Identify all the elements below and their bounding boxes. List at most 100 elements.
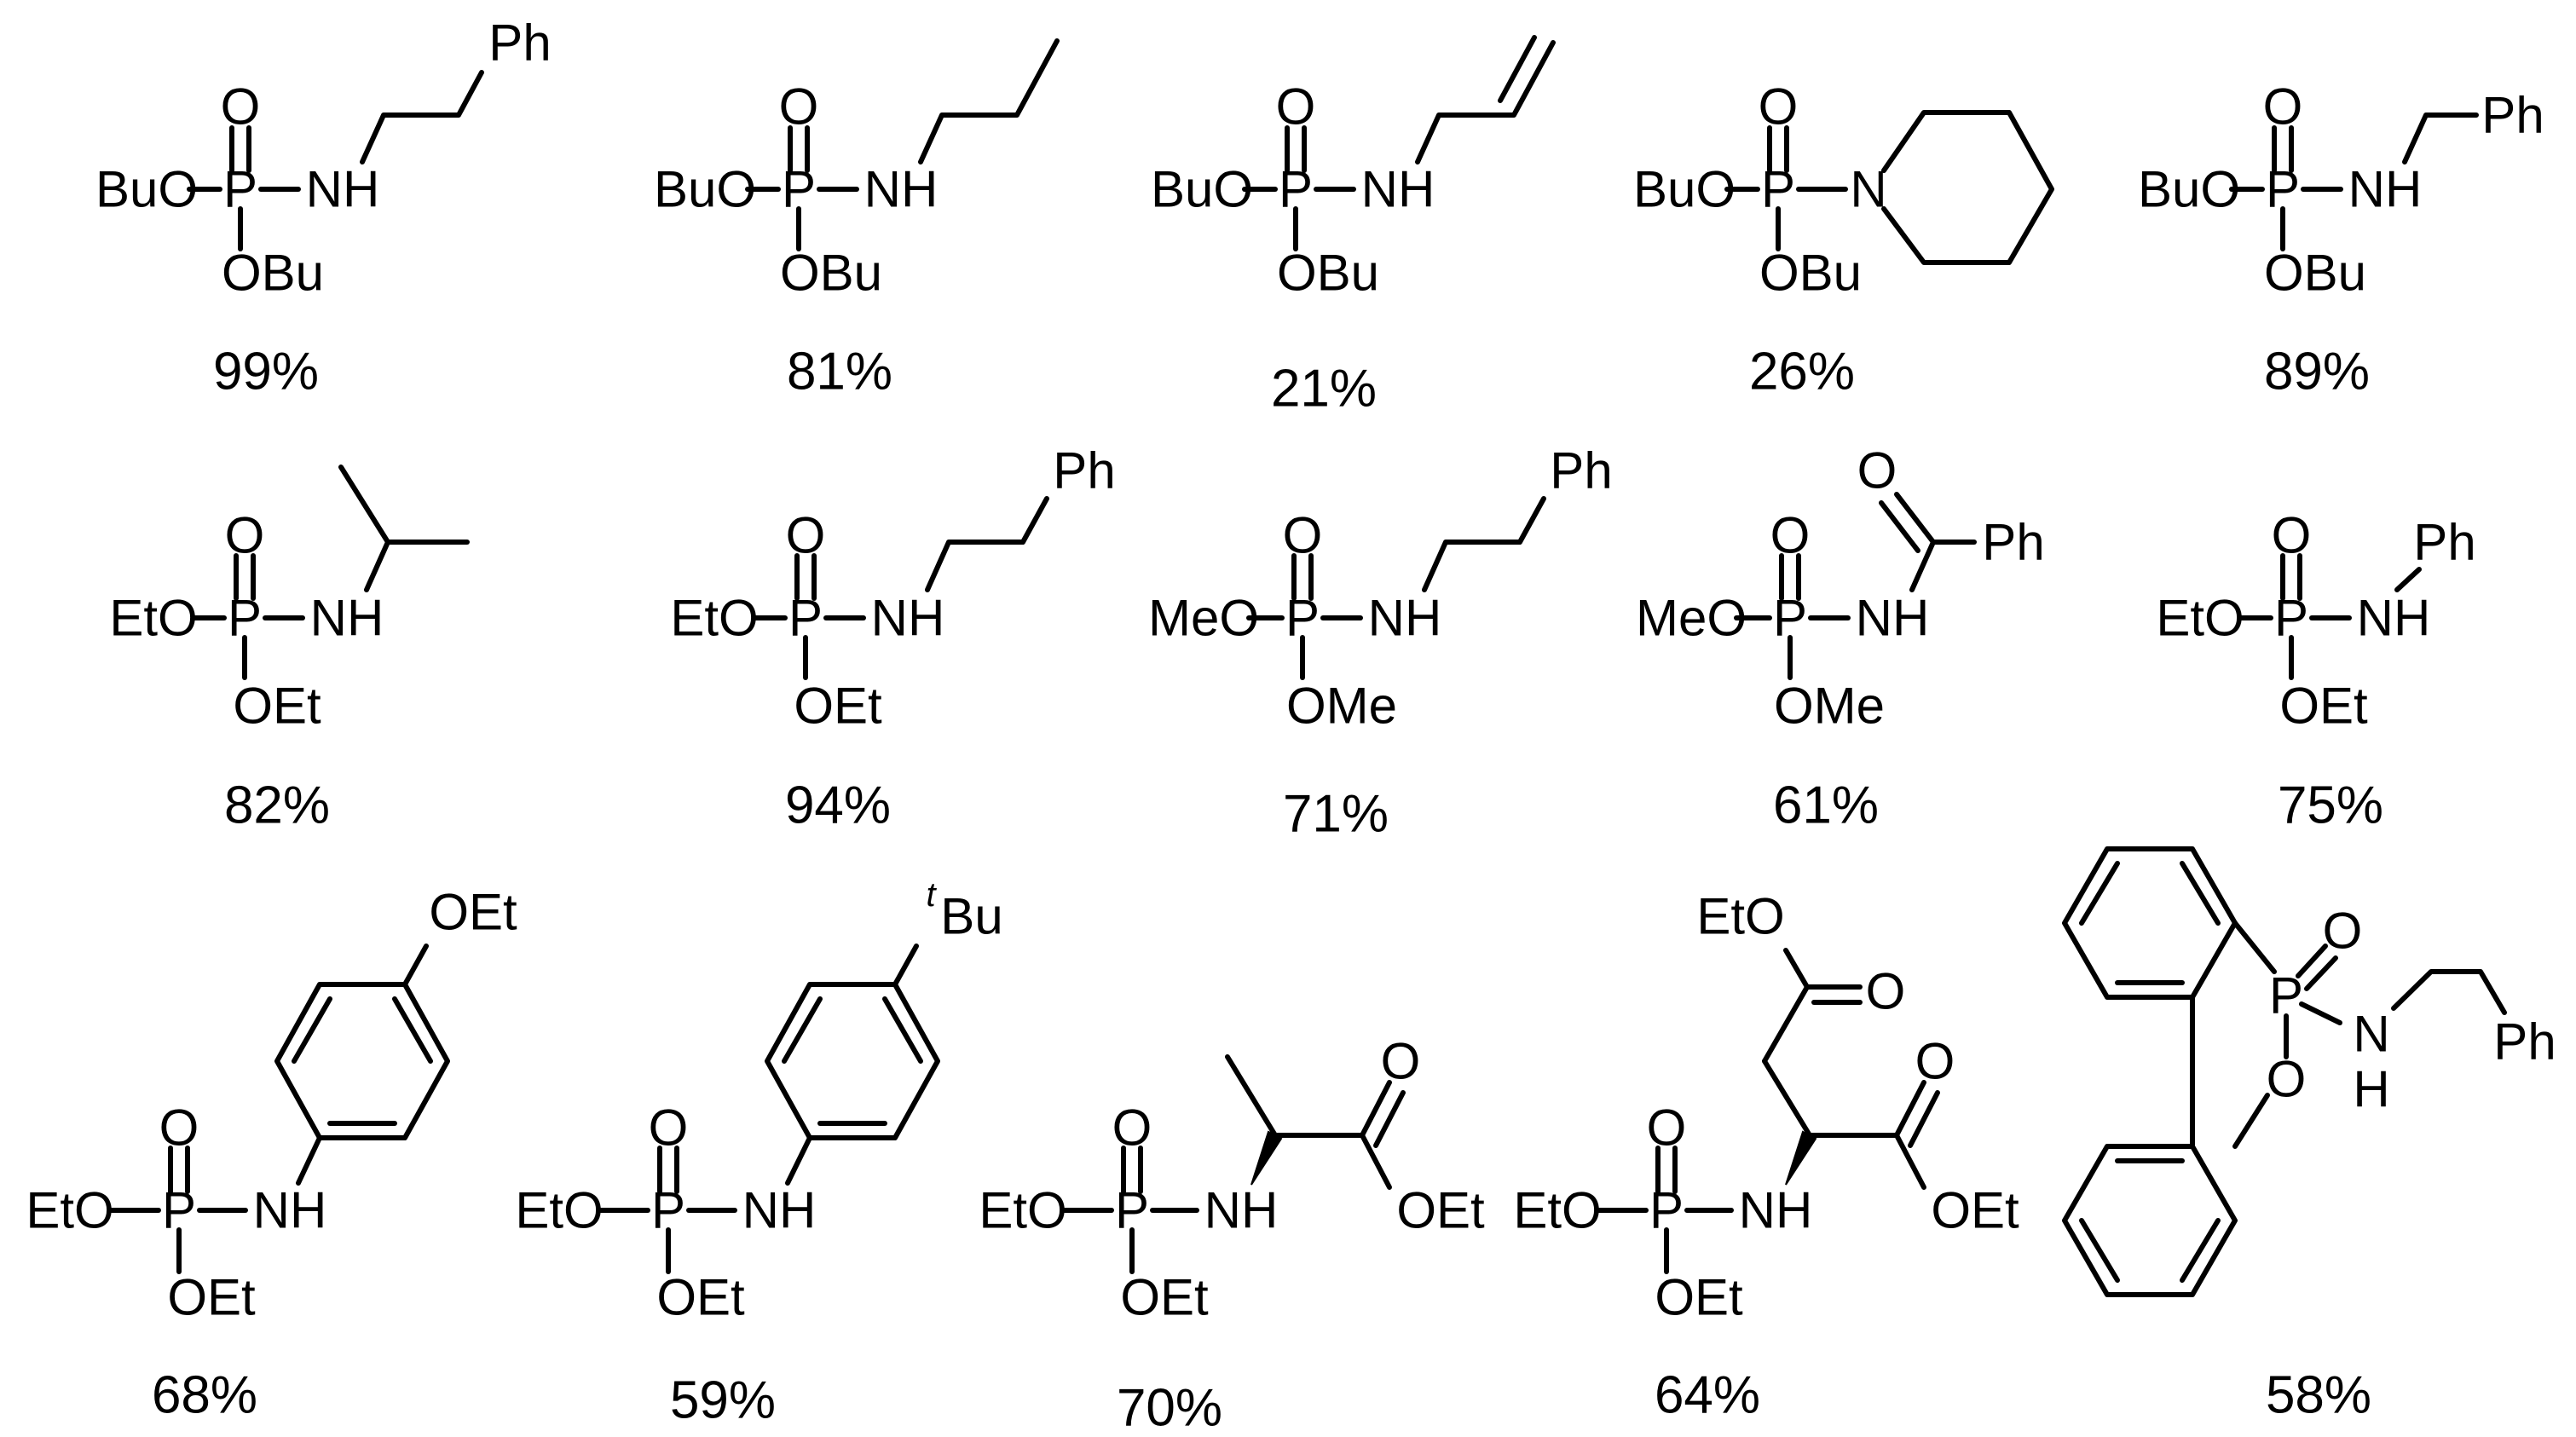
bond-n-ring	[296, 1135, 322, 1186]
yield-label: 64%	[1655, 1366, 1760, 1425]
label-tail: Ph	[1982, 514, 2044, 571]
label-ester-or: OEt	[1396, 1182, 1485, 1239]
label-nh: NH	[1368, 590, 1442, 647]
ring-inner-2	[392, 996, 433, 1064]
atom-o-top: O	[221, 78, 261, 136]
label-bottom-alkoxy: OMe	[1774, 678, 1885, 735]
bond-co-double-a	[1894, 1080, 1926, 1138]
bond-ring-o	[402, 944, 429, 987]
bond-n-ring	[785, 1135, 812, 1186]
chain	[2402, 113, 2479, 164]
yield-label: 82%	[224, 776, 330, 835]
lower-ring-inner-1	[2079, 1218, 2120, 1283]
label-nh: NH	[2348, 161, 2423, 218]
compound-10: O P EtO NH OEt Ph 75%	[2156, 507, 2475, 835]
bond-side-c-oet	[1783, 948, 1810, 990]
yield-label: 89%	[2264, 343, 2370, 401]
atom-o-top: O	[1112, 1099, 1152, 1157]
bond-p-o-double-b	[2304, 955, 2338, 991]
label-nh: NH	[742, 1182, 817, 1239]
chain	[925, 496, 1049, 592]
chain	[1415, 40, 1556, 164]
atom-h: H	[2353, 1061, 2389, 1118]
bond-c-oet	[1360, 1133, 1392, 1190]
yield-label: 75%	[2278, 776, 2383, 835]
label-nh: NH	[1856, 590, 1930, 647]
ring-inner-1	[292, 996, 332, 1064]
label-left-alkoxy: EtO	[979, 1182, 1066, 1239]
label-bottom-alkoxy: OEt	[2279, 678, 2368, 735]
label-tail: Ph	[2493, 1013, 2556, 1071]
atom-o-top: O	[2272, 507, 2312, 564]
upper-benzene-ring	[2062, 846, 2238, 1000]
atom-o-top: O	[649, 1099, 689, 1157]
atom-o-top: O	[779, 78, 819, 136]
yield-label: 58%	[2266, 1366, 2371, 1425]
label-nh: NH	[1361, 161, 1435, 218]
label-left-alkoxy: BuO	[1151, 161, 1253, 218]
label-tail: Ph	[1053, 442, 1115, 499]
label-left-alkoxy: EtO	[670, 590, 758, 647]
label-left-alkoxy: BuO	[654, 161, 756, 218]
chain	[918, 38, 1060, 164]
label-tail: Ph	[2413, 514, 2475, 571]
label-n: N	[1850, 161, 1886, 218]
compound-4: O P BuO N OBu 26%	[1633, 78, 2054, 401]
bond-c-oet	[1894, 1133, 1926, 1190]
label-nh: NH	[871, 590, 945, 647]
piperidine-ring	[1881, 110, 2054, 265]
label-bottom-alkoxy: OBu	[222, 245, 324, 302]
bond-alpha-methyl	[1225, 1054, 1278, 1138]
bond-ch2-carbonyl	[1762, 984, 1810, 1064]
label-bottom-alkoxy: OEt	[1655, 1269, 1743, 1326]
atom-ester-o: O	[1915, 1033, 1955, 1090]
lower-benzene-ring	[2062, 1144, 2238, 1297]
label-bottom-alkoxy: OBu	[1759, 245, 1862, 302]
chain	[1422, 496, 1546, 592]
compound-13: O P EtO NH OEt O OEt 70%	[979, 1033, 1485, 1437]
label-bottom-alkoxy: OEt	[233, 678, 321, 735]
compound-12: O P EtO NH OEt t Bu 59%	[515, 876, 1002, 1430]
stereo-wedge	[1250, 1130, 1283, 1186]
label-nh: NH	[1739, 1182, 1813, 1239]
bond-c-o-double-b	[1879, 500, 1920, 553]
yield-label: 68%	[152, 1366, 257, 1425]
compound-11: O P EtO NH OEt OEt 68%	[26, 884, 517, 1425]
label-bottom-alkoxy: OBu	[2264, 245, 2366, 302]
atom-p-o: O	[2323, 903, 2363, 960]
label-bottom-alkoxy: OEt	[656, 1269, 745, 1326]
label-nh: NH	[253, 1182, 327, 1239]
label-left-alkoxy: MeO	[1636, 590, 1747, 647]
bond-n-ph	[2394, 567, 2422, 592]
atom-o-top: O	[1770, 507, 1811, 564]
label-left-alkoxy: BuO	[2138, 161, 2240, 218]
atom-carbonyl-o: O	[1857, 442, 1897, 499]
atom-n: N	[2353, 1006, 2389, 1063]
yield-label: 59%	[670, 1371, 776, 1430]
atom-o-top: O	[1276, 78, 1316, 136]
atom-o-top: O	[1647, 1099, 1687, 1157]
compound-8: O P MeO NH OMe Ph 71%	[1148, 442, 1613, 844]
compound-15: P O O N H Ph 58%	[2062, 846, 2556, 1425]
label-left-alkoxy: EtO	[26, 1182, 113, 1239]
label-left-alkoxy: EtO	[2156, 590, 2244, 647]
chain	[360, 70, 484, 164]
label-tail: Ph	[2481, 87, 2544, 144]
bond-n-c	[1909, 540, 1936, 592]
bond-ring-p	[2232, 920, 2277, 974]
compound-1: O P BuO NH OBu Ph 99%	[95, 14, 552, 401]
compound-7: O P EtO NH OEt Ph 94%	[670, 442, 1115, 835]
atom-o-top: O	[1759, 78, 1799, 136]
label-nh: NH	[310, 590, 384, 647]
yield-label: 71%	[1283, 785, 1389, 844]
atom-o-top: O	[2263, 78, 2303, 136]
yield-label: 99%	[213, 343, 319, 401]
atom-o-top: O	[225, 507, 265, 564]
yield-label: 21%	[1271, 360, 1377, 418]
label-bottom-alkoxy: OBu	[780, 245, 882, 302]
yield-label: 70%	[1117, 1379, 1222, 1437]
yield-label: 81%	[787, 343, 892, 401]
label-ester-or: OEt	[1931, 1182, 2019, 1239]
label-side-or: EtO	[1696, 888, 1784, 945]
bond-c-o-double-a	[1894, 492, 1936, 545]
